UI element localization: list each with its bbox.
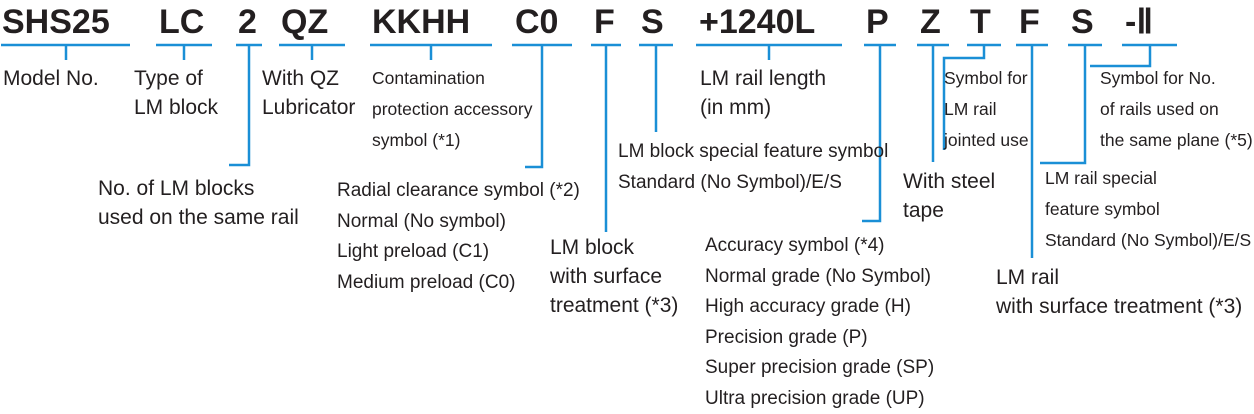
- code-block-surface: F: [594, 3, 615, 41]
- code-steel-tape: Z: [920, 3, 941, 41]
- code-rail-length: +1240L: [699, 3, 816, 41]
- leader-blocks-count: [229, 45, 251, 167]
- label-qz: With QZ Lubricator: [262, 67, 356, 119]
- label-radial-clearance: Radial clearance symbol (*2) Normal (No …: [337, 180, 580, 293]
- leader-radial-clearance: [525, 45, 544, 169]
- label-accuracy: Accuracy symbol (*4) Normal grade (No Sy…: [705, 235, 935, 409]
- code-blocks-count: 2: [238, 3, 257, 41]
- label-rail-surface: LM rail with surface treatment (*3): [996, 266, 1243, 318]
- label-rail-jointed: Symbol for LM rail jointed use: [944, 68, 1029, 150]
- code-model-no: SHS25: [2, 3, 110, 41]
- code-qz: QZ: [281, 3, 329, 41]
- label-block-surface: LM block with surface treatment (*3): [550, 236, 679, 317]
- code-radial-clearance: C0: [515, 3, 559, 41]
- label-model-no: Model No.: [3, 67, 99, 90]
- code-contamination: KKHH: [372, 3, 471, 41]
- label-rail-length: LM rail length (in mm): [700, 67, 827, 119]
- label-block-special: LM block special feature symbol Standard…: [618, 141, 889, 193]
- code-rails-count: -Ⅱ: [1125, 3, 1154, 41]
- code-accuracy: P: [866, 3, 889, 41]
- label-steel-tape: With steel tape: [903, 170, 996, 222]
- leader-rails-count: [1090, 45, 1152, 68]
- code-rail-special: S: [1071, 3, 1094, 41]
- leader-rail-jointed: [942, 45, 986, 150]
- leader-rail-special: [1040, 45, 1087, 165]
- code-block-type: LC: [159, 3, 205, 41]
- code-rail-surface: F: [1019, 3, 1040, 41]
- label-rail-special: LM rail special feature symbol Standard …: [1045, 168, 1252, 250]
- label-contamination: Contamination protection accessory symbo…: [372, 68, 533, 150]
- label-block-type: Type of LM block: [134, 67, 219, 119]
- code-block-special: S: [641, 3, 664, 41]
- code-rail-jointed: T: [970, 3, 991, 41]
- leader-accuracy: [862, 45, 882, 223]
- label-rails-count: Symbol for No. of rails used on the same…: [1100, 68, 1253, 150]
- label-blocks-count: No. of LM blocks used on the same rail: [98, 177, 299, 229]
